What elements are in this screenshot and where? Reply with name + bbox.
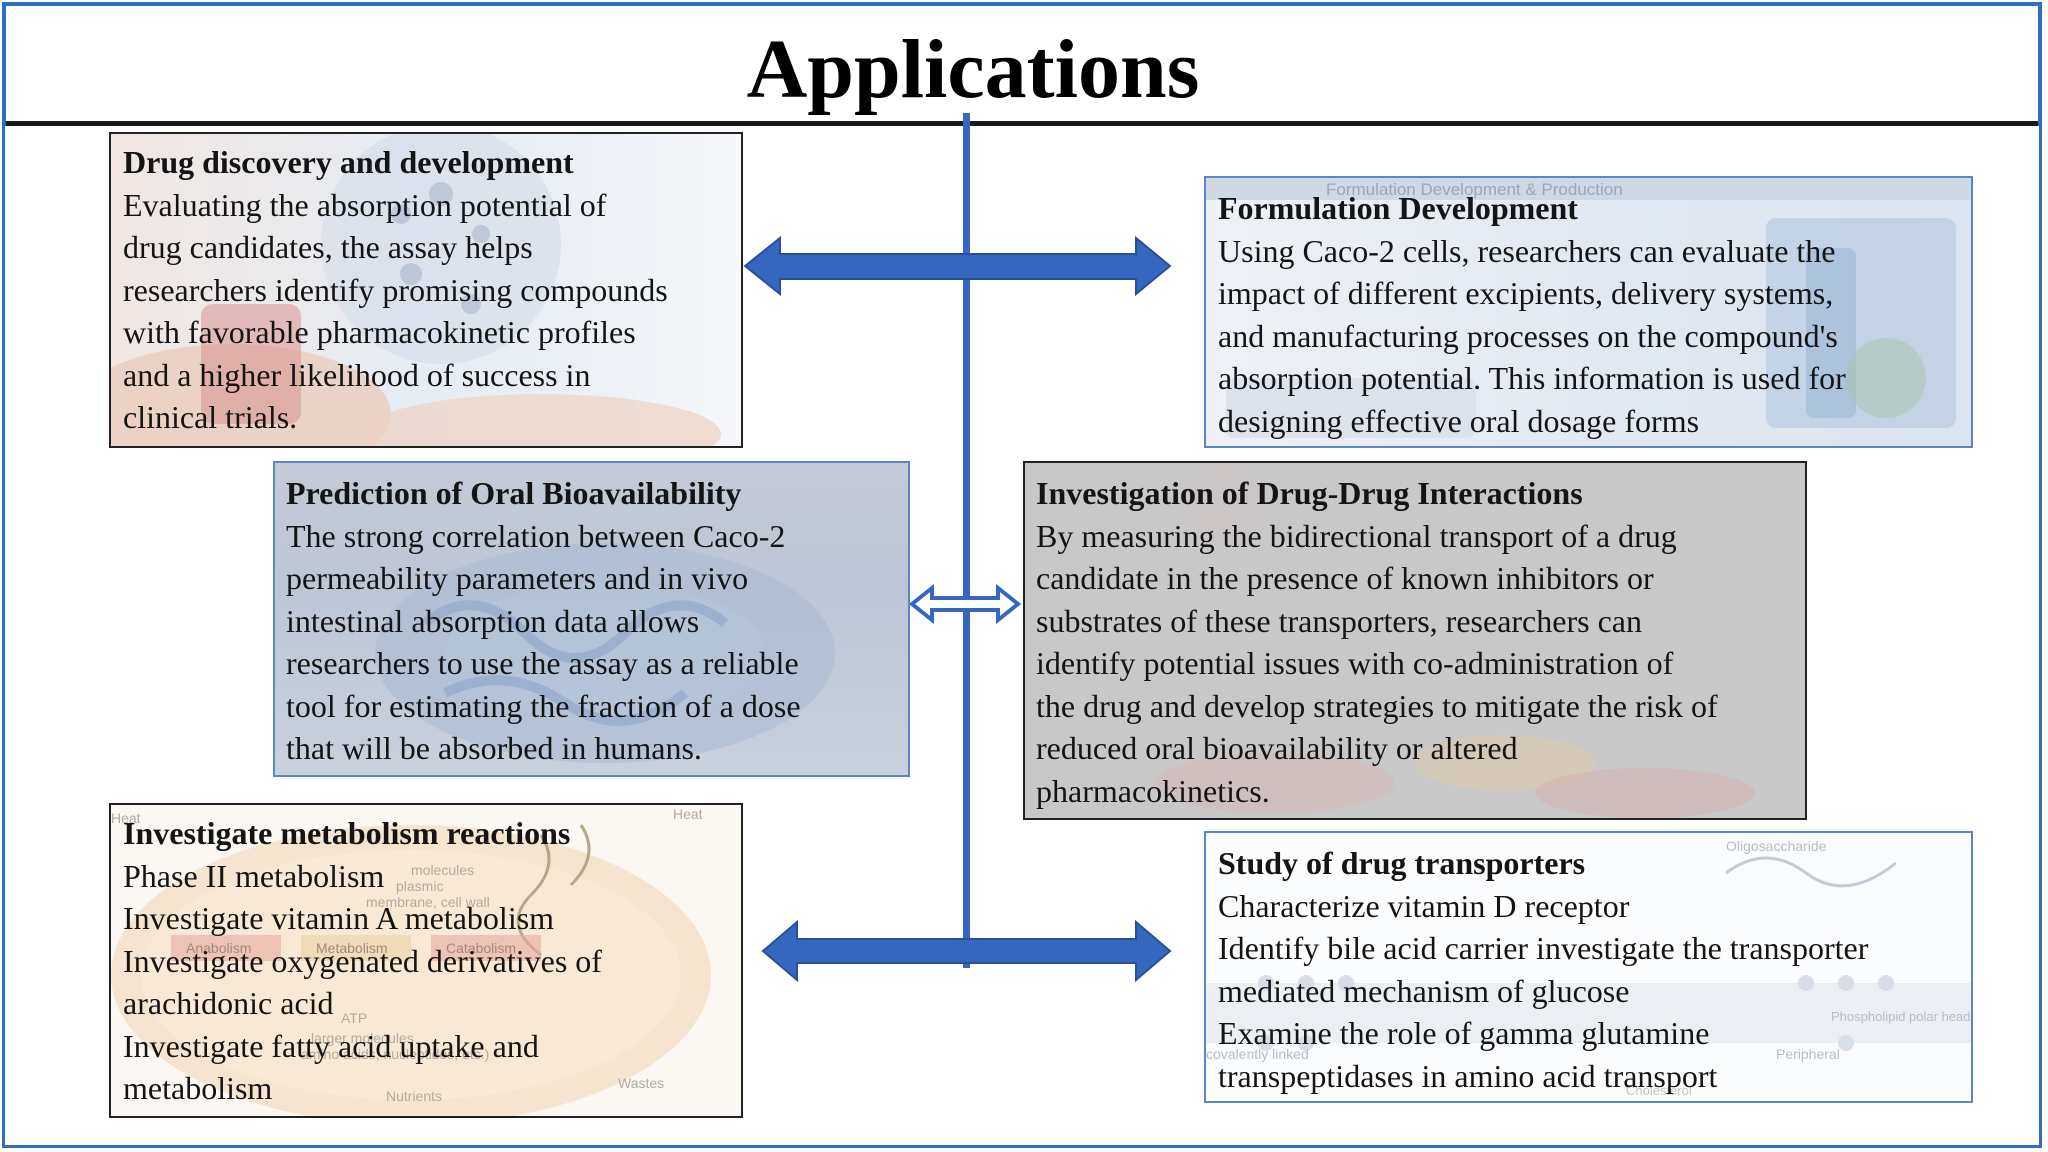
cell-label-membrane: membrane, cell wall bbox=[366, 894, 490, 910]
bioavailability-line-1: The strong correlation between Caco-2 bbox=[286, 517, 786, 554]
transporters-line-2: Identify bile acid carrier investigate t… bbox=[1218, 930, 1869, 966]
membrane-label-peripheral: Peripheral bbox=[1776, 1046, 1840, 1062]
ddi-line-2: candidate in the presence of known inhib… bbox=[1036, 560, 1654, 596]
membrane-label-covalently-linked: covalently linked bbox=[1206, 1046, 1309, 1062]
metabolism-background: Heat Heat molecules plasmic membrane, ce… bbox=[111, 805, 741, 1116]
membrane-label-oligosaccharide: Oligosaccharide bbox=[1726, 838, 1827, 854]
formulation-box: Formulation Development & Production For… bbox=[1204, 176, 1973, 448]
formulation-background: Formulation Development & Production bbox=[1206, 178, 1971, 446]
ddi-line-4: identify potential issues with co-admini… bbox=[1036, 645, 1674, 681]
cell-label-catabolism: Catabolism bbox=[446, 940, 516, 956]
cell-label-heat-right: Heat bbox=[673, 806, 703, 822]
drug-discovery-line-3: researchers identify promising compounds bbox=[123, 271, 668, 308]
cell-label-heat-left: Heat bbox=[111, 810, 141, 826]
bioavailability-line-6: that will be absorbed in humans. bbox=[286, 730, 702, 766]
pills-image bbox=[1155, 463, 1755, 818]
bioavailability-line-5: tool for estimating the fraction of a do… bbox=[286, 687, 801, 724]
formulation-line-4: absorption potential. This information i… bbox=[1218, 360, 1846, 396]
metabolism-line-4: arachidonic acid bbox=[123, 985, 334, 1021]
bioavailability-line-4: researchers to use the assay as a reliab… bbox=[286, 645, 799, 681]
bioavailability-background bbox=[275, 463, 908, 775]
transporters-background: Oligosaccharide Phospholipid polar heads… bbox=[1206, 833, 1971, 1101]
metabolism-box: Heat Heat molecules plasmic membrane, ce… bbox=[109, 803, 743, 1118]
cell-label-nutrients: Nutrients bbox=[386, 1088, 442, 1104]
arrow-bottom bbox=[761, 919, 1172, 983]
cell-label-larger-molecules: larger molecules bbox=[311, 1030, 414, 1046]
bioavailability-box: Prediction of Oral Bioavailability The s… bbox=[273, 461, 910, 777]
laboratory-image: Formulation Development & Production bbox=[1206, 178, 1971, 438]
transporters-line-3: mediated mechanism of glucose bbox=[1218, 972, 1630, 1009]
page-title: Applications bbox=[746, 23, 1200, 116]
drug-discovery-line-6: clinical trials. bbox=[123, 399, 298, 435]
transporters-heading: Study of drug transporters bbox=[1218, 845, 1586, 881]
bioavailability-heading: Prediction of Oral Bioavailability bbox=[286, 475, 742, 511]
ddi-line-5: the drug and develop strategies to mitig… bbox=[1036, 687, 1718, 724]
transporters-line-1: Characterize vitamin D receptor bbox=[1218, 887, 1630, 924]
metabolism-line-5: Investigate fatty acid uptake and bbox=[123, 1027, 539, 1064]
bioavailability-line-3: intestinal absorption data allows bbox=[286, 602, 700, 639]
ddi-box: Investigation of Drug-Drug Interactions … bbox=[1023, 461, 1807, 820]
ddi-line-7: pharmacokinetics. bbox=[1036, 772, 1270, 809]
drug-discovery-background bbox=[111, 134, 741, 446]
intestine-image bbox=[375, 543, 835, 763]
transporters-line-5: transpeptidases in amino acid transport bbox=[1218, 1057, 1718, 1094]
ddi-heading: Investigation of Drug-Drug Interactions bbox=[1036, 475, 1583, 511]
metabolism-heading: Investigate metabolism reactions bbox=[123, 815, 571, 851]
formulation-line-2: impact of different excipients, delivery… bbox=[1218, 275, 1834, 311]
ddi-line-1: By measuring the bidirectional transport… bbox=[1036, 517, 1677, 554]
title-bar: Applications bbox=[2, 2, 2042, 126]
ddi-line-6: reduced oral bioavailability or altered bbox=[1036, 730, 1518, 766]
vertical-trunk bbox=[963, 113, 970, 968]
formulation-heading: Formulation Development bbox=[1218, 190, 1578, 226]
formulation-bg-header: Formulation Development & Production bbox=[1326, 180, 1623, 199]
cell-label-wastes: Wastes bbox=[618, 1075, 664, 1091]
cell-metabolism-image: Heat Heat molecules plasmic membrane, ce… bbox=[111, 806, 711, 1116]
bioavailability-line-2: permeability parameters and in vivo bbox=[286, 560, 749, 596]
drug-discovery-line-5: and a higher likelihood of success in bbox=[123, 356, 591, 393]
metabolism-line-6: metabolism bbox=[123, 1070, 273, 1106]
arrow-middle bbox=[908, 583, 1022, 625]
formulation-line-5: designing effective oral dosage forms bbox=[1218, 402, 1700, 439]
membrane-image: Oligosaccharide Phospholipid polar heads… bbox=[1206, 838, 1973, 1098]
membrane-label-phospholipid: Phospholipid polar heads bbox=[1831, 1009, 1973, 1024]
ddi-background bbox=[1025, 463, 1805, 818]
transporters-line-4: Examine the role of gamma glutamine bbox=[1218, 1015, 1710, 1051]
arrow-top bbox=[743, 235, 1172, 297]
drug-discovery-line-2: drug candidates, the assay helps bbox=[123, 229, 533, 265]
transporters-box: Oligosaccharide Phospholipid polar heads… bbox=[1204, 831, 1973, 1103]
cell-label-anabolism: Anabolism bbox=[186, 940, 251, 956]
cell-label-atp: ATP bbox=[341, 1010, 367, 1026]
drug-discovery-line-1: Evaluating the absorption potential of bbox=[123, 186, 607, 223]
metabolism-line-2: Investigate vitamin A metabolism bbox=[123, 900, 555, 936]
cell-label-molecules: molecules bbox=[411, 862, 474, 878]
metabolism-line-3: Investigate oxygenated derivatives of bbox=[123, 942, 602, 979]
formulation-line-3: and manufacturing processes on the compo… bbox=[1218, 317, 1838, 354]
cell-label-plasmic: plasmic bbox=[396, 878, 443, 894]
capsules-image bbox=[111, 134, 721, 446]
membrane-label-cholesterol: Cholesterol bbox=[1626, 1083, 1692, 1098]
ddi-line-3: substrates of these transporters, resear… bbox=[1036, 602, 1642, 639]
metabolism-line-1: Phase II metabolism bbox=[123, 857, 385, 894]
formulation-line-1: Using Caco-2 cells, researchers can eval… bbox=[1218, 232, 1836, 269]
cell-label-amino-acids: amino acids, nucleotides, etc.) bbox=[301, 1046, 489, 1062]
cell-label-metabolism: Metabolism bbox=[316, 940, 388, 956]
drug-discovery-heading: Drug discovery and development bbox=[123, 144, 574, 180]
drug-discovery-box: Drug discovery and development Evaluatin… bbox=[109, 132, 743, 448]
drug-discovery-line-4: with favorable pharmacokinetic profiles bbox=[123, 314, 636, 350]
